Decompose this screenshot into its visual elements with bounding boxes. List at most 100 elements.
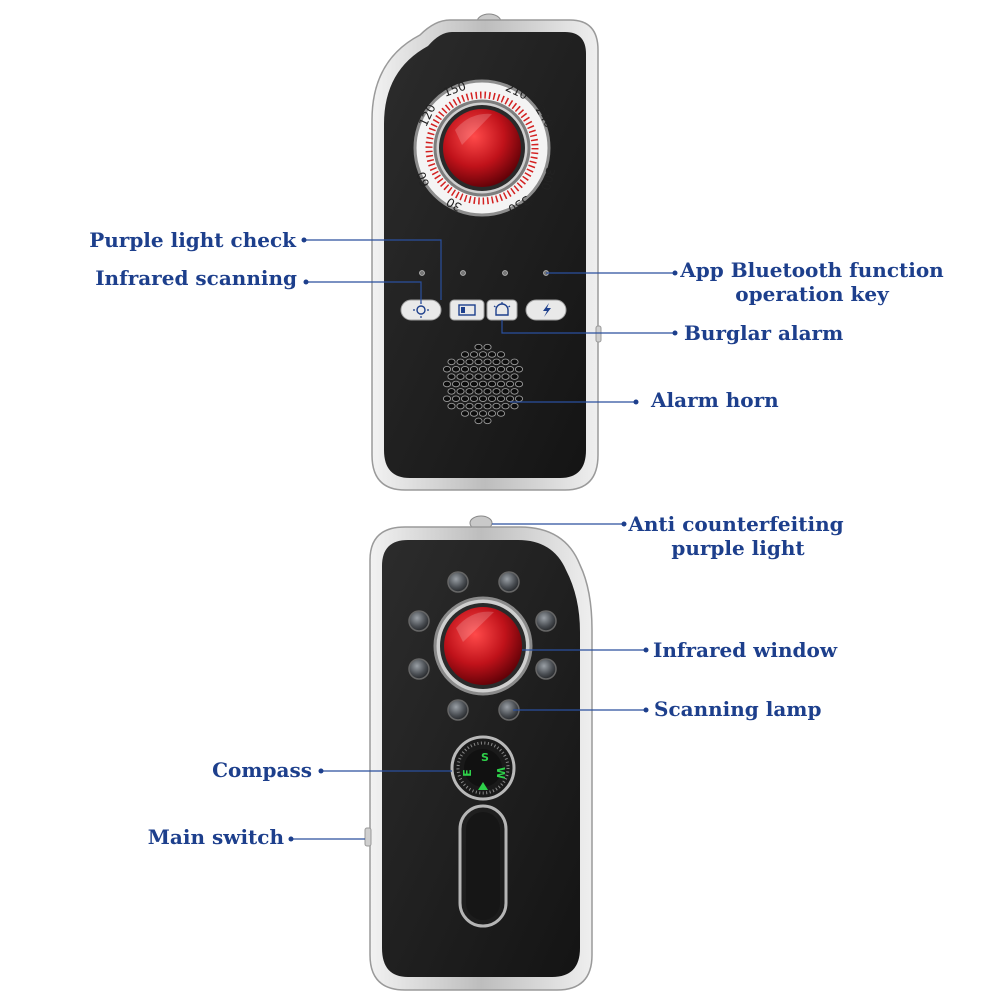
scanning-lamp: [535, 610, 557, 632]
speaker-hole: [505, 395, 515, 403]
scanning-lamp: [535, 658, 557, 680]
side-nub: [595, 325, 602, 343]
speaker-hole: [483, 358, 492, 366]
speaker-hole: [451, 380, 461, 388]
speaker-hole: [456, 373, 465, 380]
speaker-hole: [483, 402, 492, 410]
dial-number: 60: [414, 170, 432, 189]
compass-south: S: [481, 751, 489, 764]
label-anti-counterfeiting-line2: purple light: [671, 536, 805, 560]
compass-needle-icon: [478, 782, 488, 790]
speaker-hole: [487, 380, 497, 388]
speaker-hole: [469, 351, 479, 358]
switch-slider-track[interactable]: [458, 804, 508, 928]
burglar-alarm-button[interactable]: [486, 299, 518, 321]
speaker-hole: [469, 410, 479, 417]
alarm-horn-grille: [442, 343, 524, 425]
speaker-hole: [442, 380, 452, 388]
speaker-hole: [451, 395, 461, 403]
speaker-hole: [465, 373, 474, 380]
infrared-red-lens: [444, 607, 522, 685]
speaker-hole: [474, 343, 483, 351]
speaker-hole: [474, 417, 483, 425]
speaker-hole: [447, 402, 456, 410]
speaker-hole: [460, 395, 470, 403]
purple-light-check-button[interactable]: [449, 299, 485, 321]
speaker-hole: [474, 402, 483, 410]
speaker-hole: [501, 373, 510, 380]
dial-number: 30: [444, 195, 464, 215]
speaker-hole: [442, 365, 452, 373]
speaker-hole: [496, 365, 506, 373]
speaker-hole: [469, 395, 479, 403]
speaker-hole: [492, 388, 501, 395]
app-bluetooth-button[interactable]: [525, 299, 567, 321]
compass-east: E: [461, 769, 474, 777]
speaker-hole: [456, 358, 465, 366]
scanning-lamp: [498, 571, 520, 593]
speaker-hole: [501, 388, 510, 395]
speaker-hole: [465, 358, 474, 366]
label-burglar-alarm: Burglar alarm: [684, 321, 843, 345]
speaker-hole: [496, 380, 506, 388]
speaker-hole: [514, 365, 524, 373]
speaker-hole: [474, 388, 483, 395]
speaker-hole: [496, 395, 506, 403]
device-front: 150 210 240 300 330 30 60 120: [371, 13, 602, 491]
dial-number: 300: [538, 166, 557, 192]
front-red-lens: [443, 109, 521, 187]
speaker-hole: [478, 410, 488, 417]
burglar-alarm-icon: [493, 302, 511, 316]
indicator-led: [419, 270, 425, 276]
scanning-lamps: [408, 571, 557, 721]
speaker-hole: [478, 351, 488, 358]
label-infrared-window: Infrared window: [653, 638, 838, 662]
speaker-hole: [451, 365, 461, 373]
speaker-hole: [474, 373, 483, 380]
speaker-hole: [492, 402, 501, 410]
speaker-hole: [510, 388, 519, 395]
compass-west: W: [494, 767, 507, 779]
speaker-hole: [460, 351, 470, 358]
speaker-hole: [487, 395, 497, 403]
speaker-hole: [487, 351, 497, 358]
scanning-lamp: [408, 610, 430, 632]
infrared-scanning-button[interactable]: [400, 299, 442, 321]
label-main-switch: Main switch: [148, 825, 285, 849]
speaker-hole: [465, 402, 474, 410]
speaker-hole: [469, 380, 479, 388]
speaker-hole: [514, 380, 524, 388]
label-scanning-lamp: Scanning lamp: [654, 697, 821, 721]
infrared-window: [433, 596, 533, 696]
speaker-hole: [483, 388, 492, 395]
speaker-hole: [460, 410, 470, 417]
speaker-hole: [447, 358, 456, 366]
speaker-hole: [483, 373, 492, 380]
speaker-hole: [487, 365, 497, 373]
leader-lines: [288, 237, 678, 842]
speaker-hole: [478, 395, 488, 403]
label-anti-counterfeiting-line1: Anti counterfeiting: [627, 512, 843, 536]
speaker-hole: [492, 358, 501, 366]
bluetooth-key-icon: [543, 303, 551, 317]
speaker-hole: [496, 351, 506, 358]
speaker-hole: [460, 365, 470, 373]
speaker-hole: [510, 358, 519, 366]
speaker-hole: [510, 373, 519, 380]
scanning-lamp: [408, 658, 430, 680]
label-infrared-scanning: Infrared scanning: [95, 266, 297, 290]
speaker-hole: [447, 373, 456, 380]
speaker-hole: [505, 380, 515, 388]
scanning-lamp: [447, 699, 469, 721]
speaker-hole: [465, 388, 474, 395]
compass: S E W: [450, 735, 516, 801]
purple-light-icon: [458, 304, 476, 316]
indicator-led: [502, 270, 508, 276]
speaker-hole: [469, 365, 479, 373]
speaker-hole: [456, 388, 465, 395]
speaker-hole: [447, 388, 456, 395]
speaker-hole: [460, 380, 470, 388]
speaker-hole: [478, 365, 488, 373]
main-switch-nub[interactable]: [364, 827, 372, 847]
